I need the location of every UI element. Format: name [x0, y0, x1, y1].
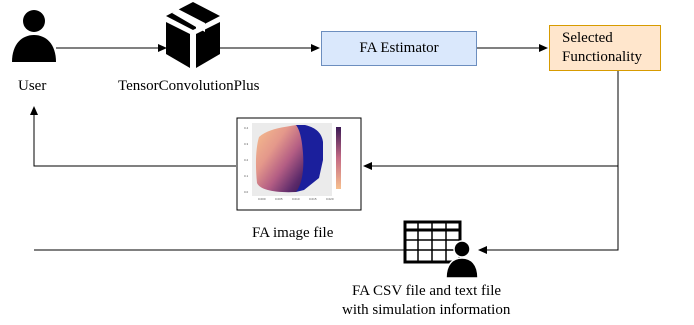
- user-label: User: [18, 78, 47, 94]
- y-tick: 0.1: [244, 174, 249, 178]
- x-tick: 0.005: [275, 197, 283, 201]
- heatmap-plot-thumbnail: 0.000 0.005 0.010 0.015 0.020 0.4 0.3 0.…: [236, 117, 362, 211]
- x-tick: 0.010: [292, 197, 300, 201]
- plot-tick-labels: 0.000 0.005 0.010 0.015 0.020 0.4 0.3 0.…: [244, 126, 334, 201]
- table-user-icon: [403, 220, 479, 279]
- csv-label-line1: FA CSV file and text file: [352, 283, 502, 299]
- y-tick: 0.0: [244, 190, 249, 194]
- y-tick: 0.3: [244, 142, 249, 146]
- arrow-selected-to-image: [363, 71, 619, 170]
- image-file-label: FA image file: [252, 225, 334, 241]
- connectors: [30, 44, 619, 254]
- arrow-selected-to-csv: [478, 166, 619, 254]
- fa-estimator-label: FA Estimator: [359, 40, 439, 56]
- y-tick: 0.4: [244, 126, 249, 130]
- fa-estimator-box: FA Estimator: [321, 31, 477, 66]
- user-icon: [12, 10, 56, 62]
- package-box-icon: [166, 2, 220, 68]
- selected-functionality-box: Selected Functionality: [549, 25, 661, 71]
- x-tick: 0.000: [258, 197, 266, 201]
- selected-label-line2: Functionality: [562, 49, 642, 65]
- x-tick: 0.020: [326, 197, 334, 201]
- y-tick: 0.2: [244, 158, 249, 162]
- x-tick: 0.015: [309, 197, 317, 201]
- tensor-label: TensorConvolutionPlus: [118, 78, 260, 94]
- arrow-image-to-user: [30, 106, 236, 167]
- selected-label-line1: Selected: [562, 30, 613, 46]
- csv-label-line2: with simulation information: [342, 302, 511, 318]
